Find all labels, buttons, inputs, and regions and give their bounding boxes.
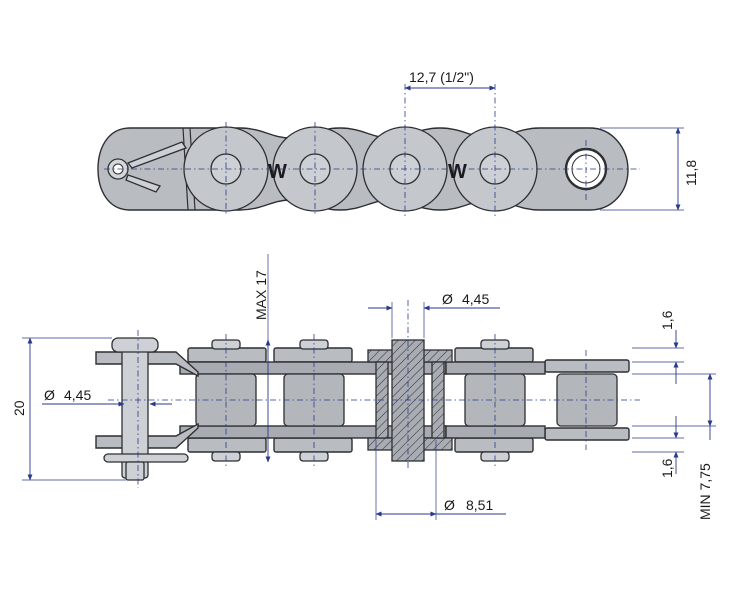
dim-plate-thickness-top: 1,6 xyxy=(659,310,675,330)
dim-overall-height: 20 xyxy=(11,400,27,416)
dim-roller-diameter: 8,51 xyxy=(466,497,493,513)
logo-w-1: W xyxy=(268,161,287,183)
dim-pin-diameter-left: 4,45 xyxy=(64,387,91,403)
outer-plate-top-1 xyxy=(187,347,267,363)
side-view: MAX 17 Ø 4,45 Ø 8,51 Ø 4,45 20 xyxy=(11,254,716,520)
dim-pitch: 12,7 (1/2") xyxy=(409,69,474,85)
dim-phi-top: Ø xyxy=(442,291,453,307)
dim-max-width: MAX 17 xyxy=(253,270,269,320)
dim-phi-roller: Ø xyxy=(444,497,455,513)
dim-phi-left: Ø xyxy=(44,387,55,403)
dim-height-top: 11,8 xyxy=(683,160,699,186)
top-view: W W 12,7 (1/2") 11,8 xyxy=(97,69,699,216)
logo-w-2: W xyxy=(448,161,467,183)
dim-inner-width: MIN 7,75 xyxy=(697,463,713,520)
dim-pin-diameter-top: 4,45 xyxy=(462,291,489,307)
dim-plate-thickness-bottom: 1,6 xyxy=(659,458,675,478)
